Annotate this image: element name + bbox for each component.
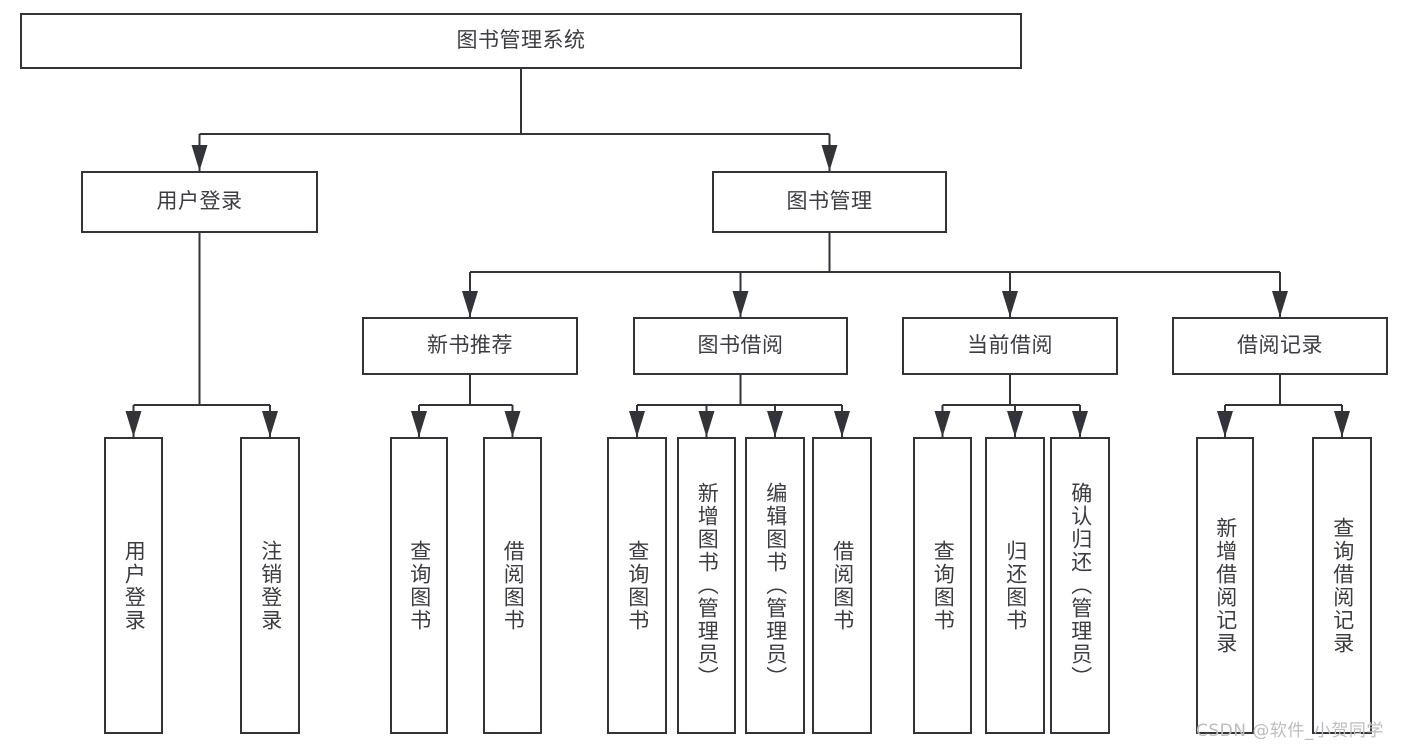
node-l2-book-borrow[interactable]: 图书借阅 <box>633 317 848 375</box>
arrow-head-icon <box>934 411 951 437</box>
node-leaf-edit-book[interactable]: 编辑图书（管理员） <box>745 437 805 734</box>
node-leaf-add-book[interactable]: 新增图书（管理员） <box>677 437 736 734</box>
node-label: 用户登录 <box>122 539 147 632</box>
node-label: 注销登录 <box>258 539 283 632</box>
node-leaf-user-login[interactable]: 用户登录 <box>104 437 163 734</box>
node-label: 新增图书（管理员） <box>695 482 720 689</box>
arrow-head-icon <box>1334 411 1350 437</box>
node-label: 图书借阅 <box>697 333 784 358</box>
node-label: 编辑图书（管理员） <box>763 482 788 689</box>
node-l1-user-login[interactable]: 用户登录 <box>81 171 318 233</box>
arrow-head-icon <box>125 411 142 437</box>
node-l2-borrow-record[interactable]: 借阅记录 <box>1172 317 1388 375</box>
node-label: 新增借阅记录 <box>1213 516 1238 655</box>
node-label: 查询借阅记录 <box>1330 516 1355 655</box>
node-label: 借阅图书 <box>830 539 855 632</box>
node-leaf-query-book-c[interactable]: 查询图书 <box>913 437 972 734</box>
node-label: 查询图书 <box>407 539 432 632</box>
arrow-head-icon <box>411 411 427 437</box>
arrow-head-icon <box>191 145 208 171</box>
arrow-head-icon <box>629 411 645 437</box>
node-label: 借阅图书 <box>501 539 526 632</box>
node-label: 查询图书 <box>625 539 650 632</box>
arrow-head-icon <box>1072 411 1088 437</box>
arrow-head-icon <box>1002 291 1018 317</box>
node-leaf-logout[interactable]: 注销登录 <box>240 437 300 734</box>
node-leaf-query-book-b[interactable]: 查询图书 <box>607 437 667 734</box>
arrow-head-icon <box>504 411 521 437</box>
arrow-head-icon <box>834 411 850 437</box>
node-leaf-confirm-return[interactable]: 确认归还（管理员） <box>1050 437 1110 734</box>
arrow-head-icon <box>698 411 715 437</box>
node-leaf-borrow-book-a[interactable]: 借阅图书 <box>483 437 542 734</box>
node-leaf-query-record[interactable]: 查询借阅记录 <box>1312 437 1372 734</box>
node-leaf-query-book-a[interactable]: 查询图书 <box>390 437 448 734</box>
arrow-head-icon <box>262 411 278 437</box>
node-leaf-borrow-book-b[interactable]: 借阅图书 <box>812 437 872 734</box>
node-label: 借阅记录 <box>1237 333 1323 358</box>
node-leaf-add-record[interactable]: 新增借阅记录 <box>1196 437 1254 734</box>
node-label: 确认归还（管理员） <box>1068 482 1093 689</box>
node-root[interactable]: 图书管理系统 <box>20 13 1022 69</box>
arrow-head-icon <box>1007 411 1023 437</box>
arrow-head-icon <box>1272 291 1288 317</box>
node-label: 查询图书 <box>931 539 956 632</box>
node-label: 当前借阅 <box>967 333 1053 358</box>
arrow-head-icon <box>462 291 478 317</box>
node-l2-new-book-recommend[interactable]: 新书推荐 <box>362 317 578 375</box>
arrow-head-icon <box>732 291 749 317</box>
node-label: 图书管理 <box>786 189 873 214</box>
node-leaf-return-book[interactable]: 归还图书 <box>985 437 1045 734</box>
arrow-head-icon <box>821 145 838 171</box>
node-label: 新书推荐 <box>427 333 513 358</box>
arrow-head-icon <box>1217 411 1233 437</box>
node-label: 图书管理系统 <box>456 28 586 53</box>
node-label: 用户登录 <box>156 189 243 214</box>
arrow-head-icon <box>767 411 783 437</box>
node-label: 归还图书 <box>1003 539 1028 632</box>
node-l1-book-manage[interactable]: 图书管理 <box>712 171 947 233</box>
node-l2-current-borrow[interactable]: 当前借阅 <box>902 317 1118 375</box>
